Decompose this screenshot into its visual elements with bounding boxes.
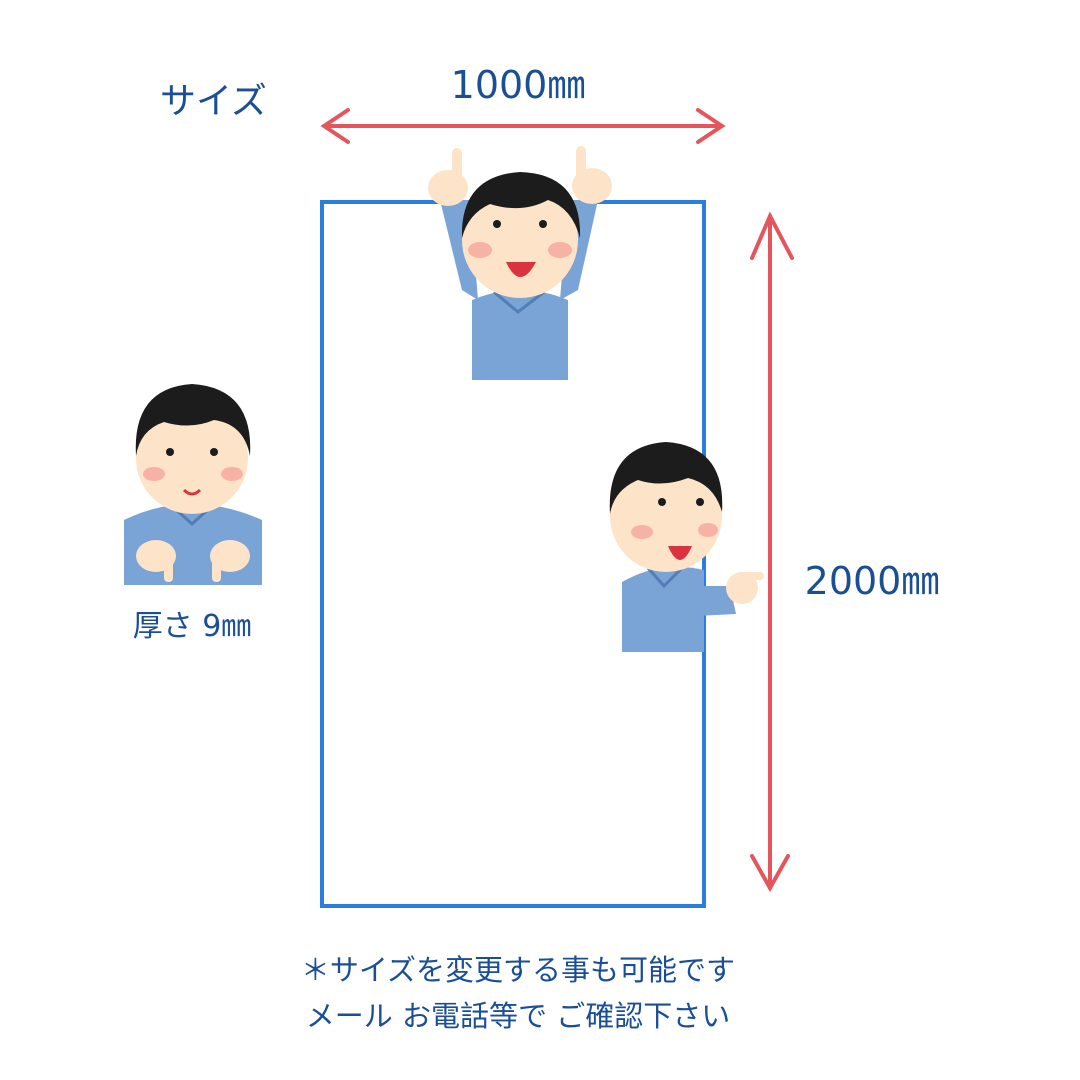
person-pointing-up-illustration [428,146,612,380]
thickness-label: 厚さ 9㎜ [133,609,252,644]
width-arrow [320,108,726,144]
note-line-1: ＊サイズを変更する事も可能です [301,953,735,987]
height-label: 2000㎜ [805,559,940,603]
person-pointing-down-illustration [124,384,262,585]
note-line-2: メール お電話等で ご確認下さい [306,999,730,1033]
person-pointing-right-illustration [609,442,764,652]
height-arrow [750,211,794,893]
size-label: サイズ [160,81,267,122]
width-label: 1000㎜ [451,63,586,107]
